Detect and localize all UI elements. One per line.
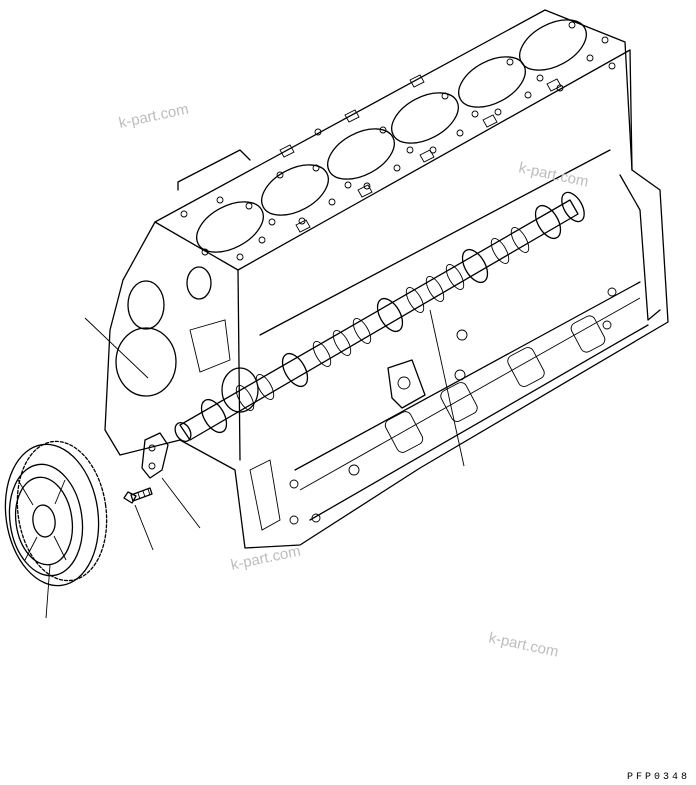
watermark-text: k-part.com xyxy=(487,629,560,660)
camshaft xyxy=(174,191,585,442)
bolt xyxy=(123,487,153,504)
cylinder-block xyxy=(104,9,669,549)
cam-gear xyxy=(4,440,108,587)
watermark-text: k-part.com xyxy=(117,101,190,132)
drawing-code: PFP0348 xyxy=(626,772,690,783)
leader-lines xyxy=(45,309,465,619)
cylinder-bores xyxy=(180,19,616,261)
thrust-plate xyxy=(141,432,169,479)
watermark-text: k-part.com xyxy=(517,159,590,190)
